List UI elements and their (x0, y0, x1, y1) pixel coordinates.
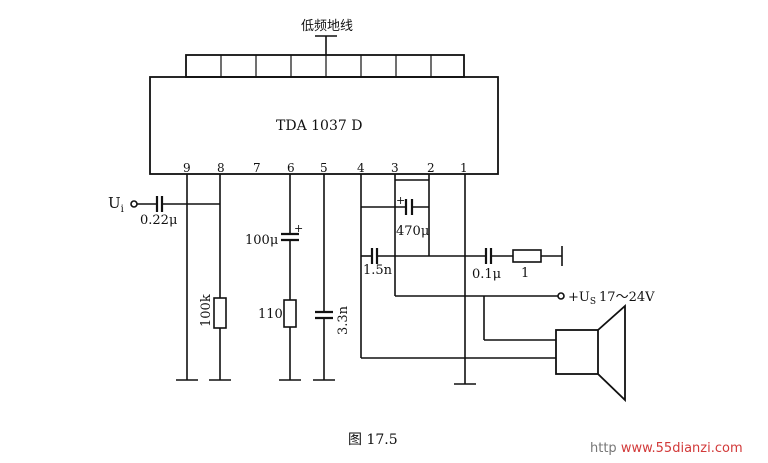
pin-5-label: 5 (320, 161, 328, 175)
pin-1-label: 1 (460, 161, 468, 175)
r-1-value: 1 (521, 266, 529, 281)
pin-4-label: 4 (357, 161, 365, 175)
r-100k-value: 100k (199, 294, 214, 327)
pin-9-circuit (130, 174, 220, 381)
c-01u-value: 0.1μ (472, 267, 501, 282)
ground-tab-bus (185, 35, 465, 78)
pin-1-and-speaker (361, 174, 626, 403)
ic-name: TDA 1037 D (276, 118, 362, 134)
pin-6-circuit: + (279, 174, 303, 381)
pin-6-label: 6 (287, 161, 295, 175)
r-110-value: 110 (258, 307, 283, 322)
pin-7-label: 7 (253, 161, 261, 175)
c-in-value: 0.22μ (140, 213, 177, 228)
pin-3-label: 3 (391, 161, 399, 175)
pin-8-circuit (209, 174, 231, 381)
speaker-cone (597, 303, 626, 403)
c-100u-value: 100μ (245, 233, 278, 248)
pin-5-circuit (313, 174, 335, 381)
ground-label: 低频地线 (301, 19, 353, 34)
speaker-magnet (555, 329, 599, 375)
c-3n3-value: 3.3n (336, 305, 351, 335)
watermark: http www.55dianzi.com (590, 441, 743, 456)
figure-caption: 图 17.5 (348, 432, 398, 448)
svg-text:+: + (396, 194, 405, 207)
output-network: + (360, 174, 565, 358)
c-470u-value: 470μ (396, 224, 429, 239)
pin-8-label: 8 (217, 161, 225, 175)
input-label: Ui (108, 194, 124, 215)
pin-2-label: 2 (427, 161, 435, 175)
pin-9-label: 9 (183, 161, 191, 175)
svg-text:+: + (294, 222, 303, 235)
c-1n5-value: 1.5n (363, 263, 393, 278)
